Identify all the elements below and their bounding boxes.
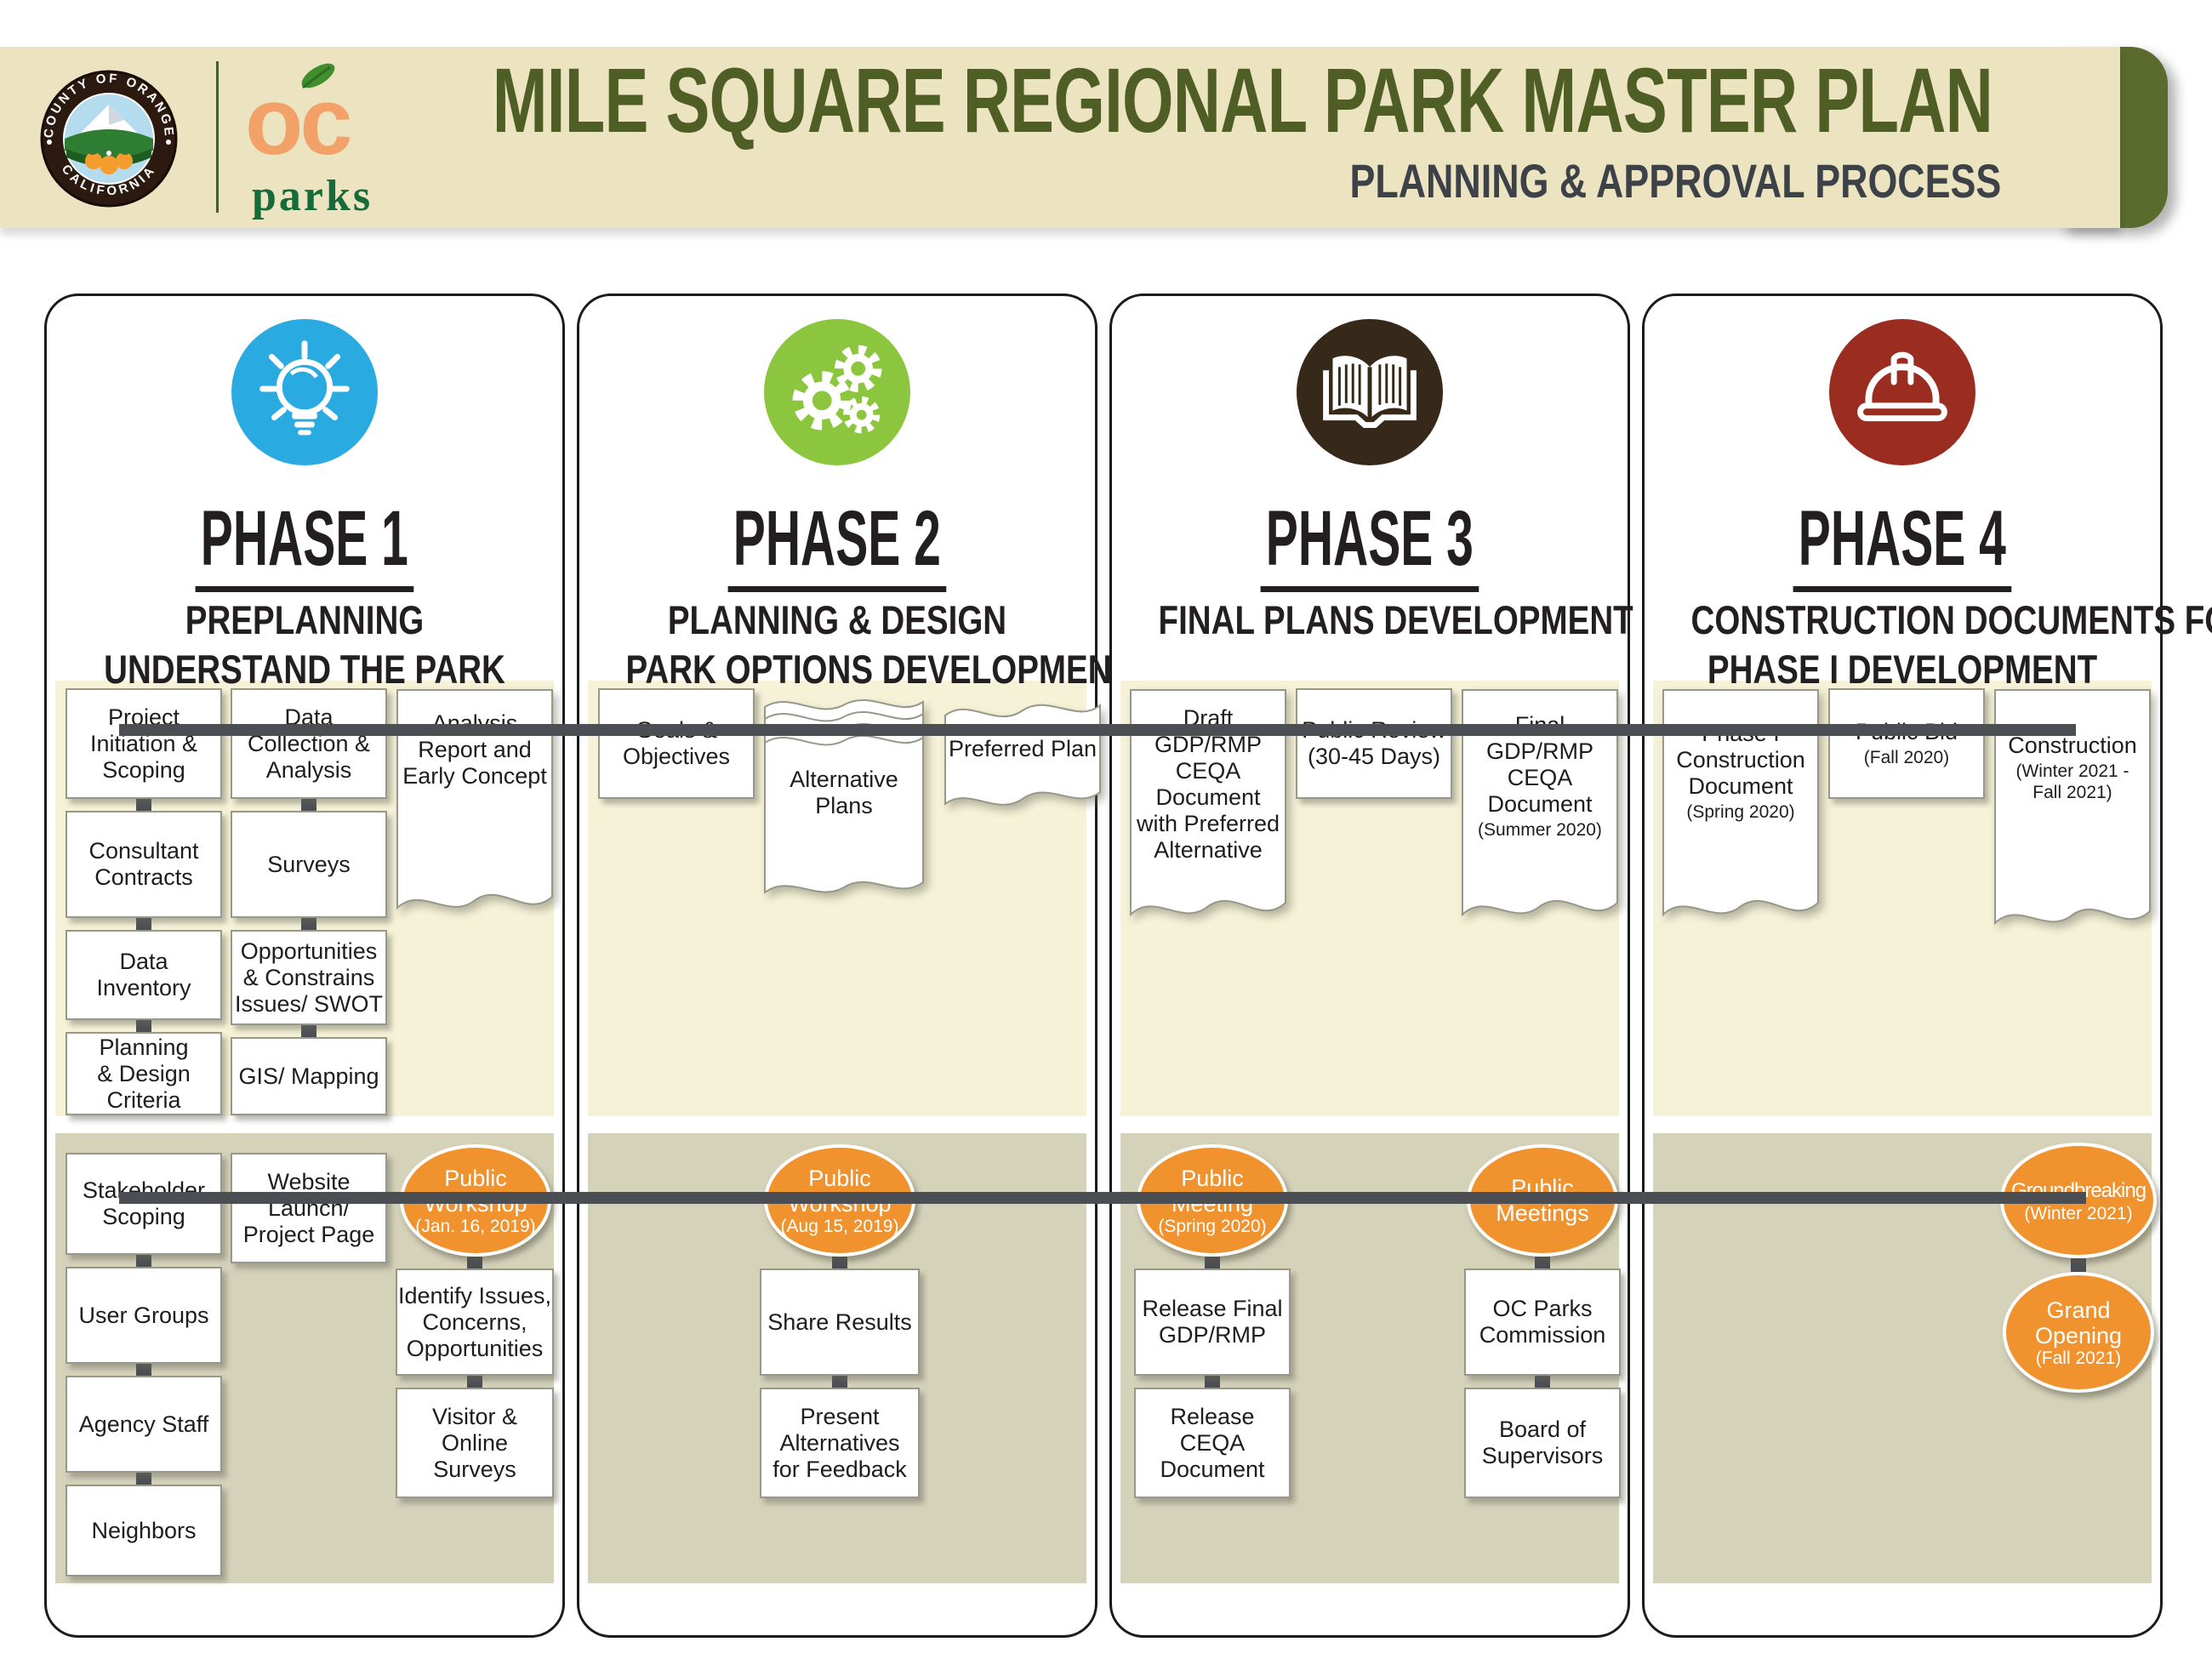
connector: [301, 918, 316, 930]
box-website-launch: Website Launch/ Project Page: [231, 1153, 387, 1263]
connector: [2071, 1258, 2086, 1272]
page-title: MILE SQUARE REGIONAL PARK MASTER PLAN: [492, 48, 1993, 151]
gears-icon: [763, 318, 911, 466]
box-share-results: Share Results: [760, 1268, 920, 1376]
oval-label: Grand Opening: [2034, 1297, 2123, 1348]
phase4-subtitle-1: CONSTRUCTION DOCUMENTS FOR: [1690, 597, 2212, 642]
header-band: COUNTY OF ORANGE CALIFORNIA oc parks MIL…: [0, 47, 2120, 228]
phase2-subtitle-2: PARK OPTIONS DEVELOPMENT: [625, 647, 1132, 692]
phase4-title: PHASE 4: [1793, 499, 2012, 592]
connector: [136, 1364, 151, 1376]
phase4-panel: PHASE 4 CONSTRUCTION DOCUMENTS FOR PHASE…: [1642, 294, 2212, 1638]
doc-final-date: (Summer 2020): [1478, 820, 1602, 840]
doc-construction-label: Construction (Winter 2021 - Fall 2021): [1993, 688, 2152, 803]
doc-analysis-report: Analysis Report and Early Concept: [396, 688, 554, 935]
oval-date: (Fall 2021): [2035, 1348, 2122, 1368]
phase3-title: PHASE 3: [1260, 499, 1479, 592]
oval-date: (Spring 2020): [1158, 1216, 1267, 1236]
connector: [467, 1376, 482, 1388]
doc-draft-gdp-rmp: Draft GDP/RMP CEQA Document with Preferr…: [1129, 688, 1287, 944]
connector: [467, 1257, 482, 1268]
connector: [1205, 1376, 1220, 1388]
oval-date: (Winter 2021): [2024, 1203, 2133, 1223]
connector: [136, 1020, 151, 1032]
box-stakeholder-scoping: Stakeholder Scoping: [66, 1153, 222, 1255]
oval-date: (Jan. 16, 2019): [415, 1216, 536, 1236]
box-public-review: Public Review (30-45 Days): [1296, 688, 1452, 799]
leaf-icon: [301, 63, 335, 89]
box-data-inventory: Data Inventory: [66, 930, 222, 1020]
phase2-subtitle-1: PLANNING & DESIGN: [667, 597, 1007, 642]
phase2-panel: PHASE 2 PLANNING & DESIGN PARK OPTIONS D…: [577, 294, 1132, 1638]
hard-hat-icon: [1828, 318, 1976, 466]
connector: [1535, 1257, 1550, 1268]
box-project-initiation: Project Initiation & Scoping: [66, 688, 222, 799]
box-opportunities-swot: Opportunities & Constrains Issues/ SWOT: [231, 930, 387, 1025]
doc-construction-title: Construction: [2008, 733, 2137, 758]
doc-construction-date: (Winter 2021 - Fall 2021): [2015, 761, 2129, 802]
connector: [136, 1255, 151, 1267]
box-release-ceqa: Release CEQA Document: [1134, 1388, 1291, 1498]
box-release-final-gdp-rmp: Release Final GDP/RMP: [1134, 1268, 1291, 1376]
doc-draft-gdp-rmp-label: Draft GDP/RMP CEQA Document with Preferr…: [1136, 705, 1280, 863]
box-identify-issues: Identify Issues, Concerns, Opportunities: [396, 1268, 554, 1376]
oval-date: (Aug 15, 2019): [780, 1216, 899, 1236]
doc-construction: Construction (Winter 2021 - Fall 2021): [1993, 688, 2152, 952]
connector: [136, 799, 151, 811]
open-book-icon: [1296, 318, 1444, 466]
connector: [1535, 1376, 1550, 1388]
box-gis-mapping: GIS/ Mapping: [231, 1037, 387, 1115]
doc-final-gdp-rmp-label: Final GDP/RMP CEQA Document (Summer 2020…: [1461, 688, 1619, 841]
header-divider: [216, 61, 219, 213]
connector: [301, 799, 316, 811]
phase2-title: PHASE 2: [727, 499, 947, 592]
doc-phase1-construction-date: (Spring 2020): [1686, 802, 1795, 822]
doc-preferred-plan-label: Preferred Plan: [948, 736, 1097, 761]
box-goals-objectives: Goals & Objectives: [598, 688, 755, 799]
lightbulb-icon: [231, 318, 379, 466]
page-subtitle: PLANNING & APPROVAL PROCESS: [1349, 154, 2001, 208]
box-visitor-surveys: Visitor & Online Surveys: [396, 1388, 554, 1498]
box-neighbors: Neighbors: [66, 1485, 222, 1576]
logo-parks-text: parks: [252, 172, 373, 220]
box-public-bid: Public Bid (Fall 2020): [1828, 688, 1985, 799]
bottom-process-line: [119, 1192, 2086, 1204]
box-data-collection: Data Collection & Analysis: [231, 688, 387, 799]
doc-phase1-construction: Phase I Construction Document (Spring 20…: [1662, 688, 1820, 944]
phase1-subtitle-2: UNDERSTAND THE PARK: [104, 647, 505, 692]
box-public-bid-date: (Fall 2020): [1863, 748, 1950, 767]
connector: [832, 1376, 847, 1388]
box-oc-parks-commission: OC Parks Commission: [1464, 1268, 1621, 1376]
box-planning-design-criteria: Planning & Design Criteria: [66, 1032, 222, 1115]
connector: [832, 1257, 847, 1268]
oval-grand-opening: Grand Opening (Fall 2021): [2003, 1272, 2154, 1393]
doc-alternative-plans-label: Alternative Plans: [790, 767, 898, 818]
box-present-alternatives: Present Alternatives for Feedback: [760, 1388, 920, 1498]
logo-oc-text: oc: [245, 68, 353, 174]
box-agency-staff: Agency Staff: [66, 1376, 222, 1473]
phase3-subtitle-1: FINAL PLANS DEVELOPMENT: [1158, 597, 1633, 642]
phase4-subtitle-2: PHASE I DEVELOPMENT: [1707, 647, 2098, 692]
connector: [301, 1025, 316, 1037]
doc-phase1-construction-label: Phase I Construction Document (Spring 20…: [1662, 688, 1820, 823]
box-surveys: Surveys: [231, 811, 387, 918]
oval-label: Public Workshop: [788, 1165, 891, 1217]
connector: [136, 918, 151, 930]
county-of-orange-seal: COUNTY OF ORANGE CALIFORNIA: [40, 70, 178, 208]
connector: [136, 1473, 151, 1485]
oval-label: Public Meeting: [1172, 1165, 1253, 1217]
oc-parks-logo: oc parks: [245, 62, 398, 220]
doc-preferred-plan: Preferred Plan: [944, 692, 1102, 828]
doc-analysis-report-label: Analysis Report and Early Concept: [402, 710, 547, 789]
phase1-title: PHASE 1: [195, 499, 414, 592]
connector: [1205, 1257, 1220, 1268]
phase1-panel: PHASE 1 PREPLANNING UNDERSTAND THE PARK …: [44, 294, 565, 1638]
phase1-subtitle-1: PREPLANNING: [185, 597, 425, 642]
phase3-panel: PHASE 3 FINAL PLANS DEVELOPMENT Draft GD…: [1109, 294, 1633, 1638]
box-consultant-contracts: Consultant Contracts: [66, 811, 222, 918]
box-user-groups: User Groups: [66, 1267, 222, 1364]
top-process-line: [119, 724, 2076, 736]
oval-label: Public Workshop: [424, 1165, 527, 1217]
box-board-of-supervisors: Board of Supervisors: [1464, 1388, 1621, 1498]
